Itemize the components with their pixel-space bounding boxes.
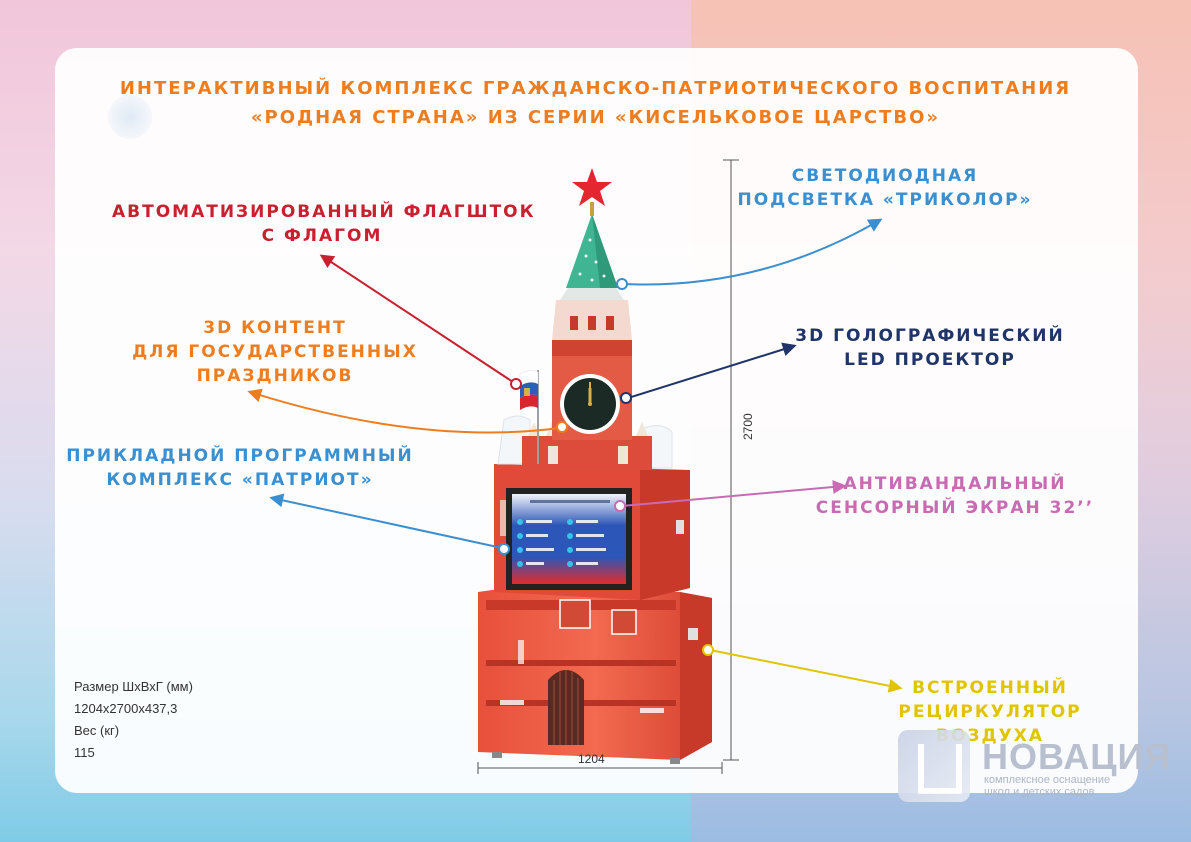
decorative-bubble <box>108 95 152 139</box>
spec-weight-value: 115 <box>74 745 95 760</box>
label-flagpole-line1: АВТОМАТИЗИРОВАННЫЙ ФЛАГШТОК <box>112 202 536 222</box>
logo-name: НОВАЦИЯ <box>982 736 1172 777</box>
label-3d-content: 3D КОНТЕНТ ДЛЯ ГОСУДАРСТВЕННЫХ ПРАЗДНИКО… <box>80 316 470 388</box>
label-software: ПРИКЛАДНОЙ ПРОГРАММНЫЙ КОМПЛЕКС «ПАТРИОТ… <box>60 444 420 492</box>
label-3d-content-line1: 3D КОНТЕНТ <box>203 318 347 338</box>
dimension-height-label: 2700 <box>741 413 755 440</box>
brand-logo: НОВАЦИЯ комплексное оснащение школ и дет… <box>898 728 1170 808</box>
spec-size-value: 1204x2700x437,3 <box>74 701 178 716</box>
dimension-width-line <box>477 762 723 774</box>
touch-screen <box>506 488 632 590</box>
label-flagpole-line2: С ФЛАГОМ <box>261 226 383 246</box>
arrow-software <box>269 493 503 549</box>
label-software-line1: ПРИКЛАДНОЙ ПРОГРАММНЫЙ <box>66 446 414 466</box>
label-holo-line1: 3D ГОЛОГРАФИЧЕСКИЙ <box>795 326 1065 346</box>
tower-clock <box>560 374 620 434</box>
marker-led <box>616 278 628 290</box>
label-screen-line1: АНТИВАНДАЛЬНЫЙ <box>843 474 1067 494</box>
label-led-line1: СВЕТОДИОДНАЯ <box>791 166 979 186</box>
dimension-width-label: 1204 <box>578 752 605 766</box>
marker-recirculator <box>702 644 714 656</box>
label-screen-line2: СЕНСОРНЫЙ ЭКРАН 32’’ <box>815 498 1095 518</box>
spec-weight-label: Вес (кг) <box>74 723 120 738</box>
page-title-line1: ИНТЕРАКТИВНЫЙ КОМПЛЕКС ГРАЖДАНСКО-ПАТРИО… <box>119 78 1072 99</box>
label-led-line2: ПОДСВЕТКА «ТРИКОЛОР» <box>737 190 1033 210</box>
kremlin-tower <box>522 168 652 470</box>
label-flagpole: АВТОМАТИЗИРОВАННЫЙ ФЛАГШТОК С ФЛАГОМ <box>112 200 536 248</box>
logo-mark-icon <box>898 730 970 802</box>
marker-screen <box>614 500 626 512</box>
marker-3d-content <box>556 421 568 433</box>
label-recirculator-line2: РЕЦИРКУЛЯТОР <box>898 702 1082 722</box>
label-3d-content-line3: ПРАЗДНИКОВ <box>196 366 354 386</box>
label-software-line2: КОМПЛЕКС «ПАТРИОТ» <box>106 470 374 490</box>
label-3d-content-line2: ДЛЯ ГОСУДАРСТВЕННЫХ <box>132 342 418 362</box>
spec-size-label: Размер ШхВхГ (мм) <box>74 679 193 694</box>
arrow-screen <box>621 480 847 507</box>
logo-tagline-line1: комплексное оснащение <box>984 774 1111 786</box>
arrow-3d-content <box>247 388 561 434</box>
marker-flagpole <box>510 378 522 390</box>
marker-software <box>498 543 510 555</box>
arrow-led <box>623 218 883 286</box>
russian-flag <box>519 370 539 464</box>
lower-cabinet <box>478 586 712 764</box>
logo-tagline-line2: школ и детских садов <box>984 786 1095 798</box>
arrow-flagpole <box>319 254 517 385</box>
label-holo-line2: LED ПРОЕКТОР <box>844 350 1016 370</box>
logo-tagline: комплексное оснащение школ и детских сад… <box>984 774 1154 798</box>
arrow-holo <box>627 342 797 399</box>
label-led: СВЕТОДИОДНАЯ ПОДСВЕТКА «ТРИКОЛОР» <box>720 164 1050 212</box>
page-title-line2: «РОДНАЯ СТРАНА» ИЗ СЕРИИ «КИСЕЛЬКОВОЕ ЦА… <box>250 107 941 128</box>
label-holo: 3D ГОЛОГРАФИЧЕСКИЙ LED ПРОЕКТОР <box>780 324 1080 372</box>
dimension-height-line <box>723 159 739 761</box>
label-recirculator-line1: ВСТРОЕННЫЙ <box>912 678 1068 698</box>
label-screen: АНТИВАНДАЛЬНЫЙ СЕНСОРНЫЙ ЭКРАН 32’’ <box>810 472 1100 520</box>
marker-holo <box>620 392 632 404</box>
arrow-recirculator <box>709 649 903 693</box>
specifications-block: Размер ШхВхГ (мм) 1204x2700x437,3 Вес (к… <box>74 676 193 764</box>
